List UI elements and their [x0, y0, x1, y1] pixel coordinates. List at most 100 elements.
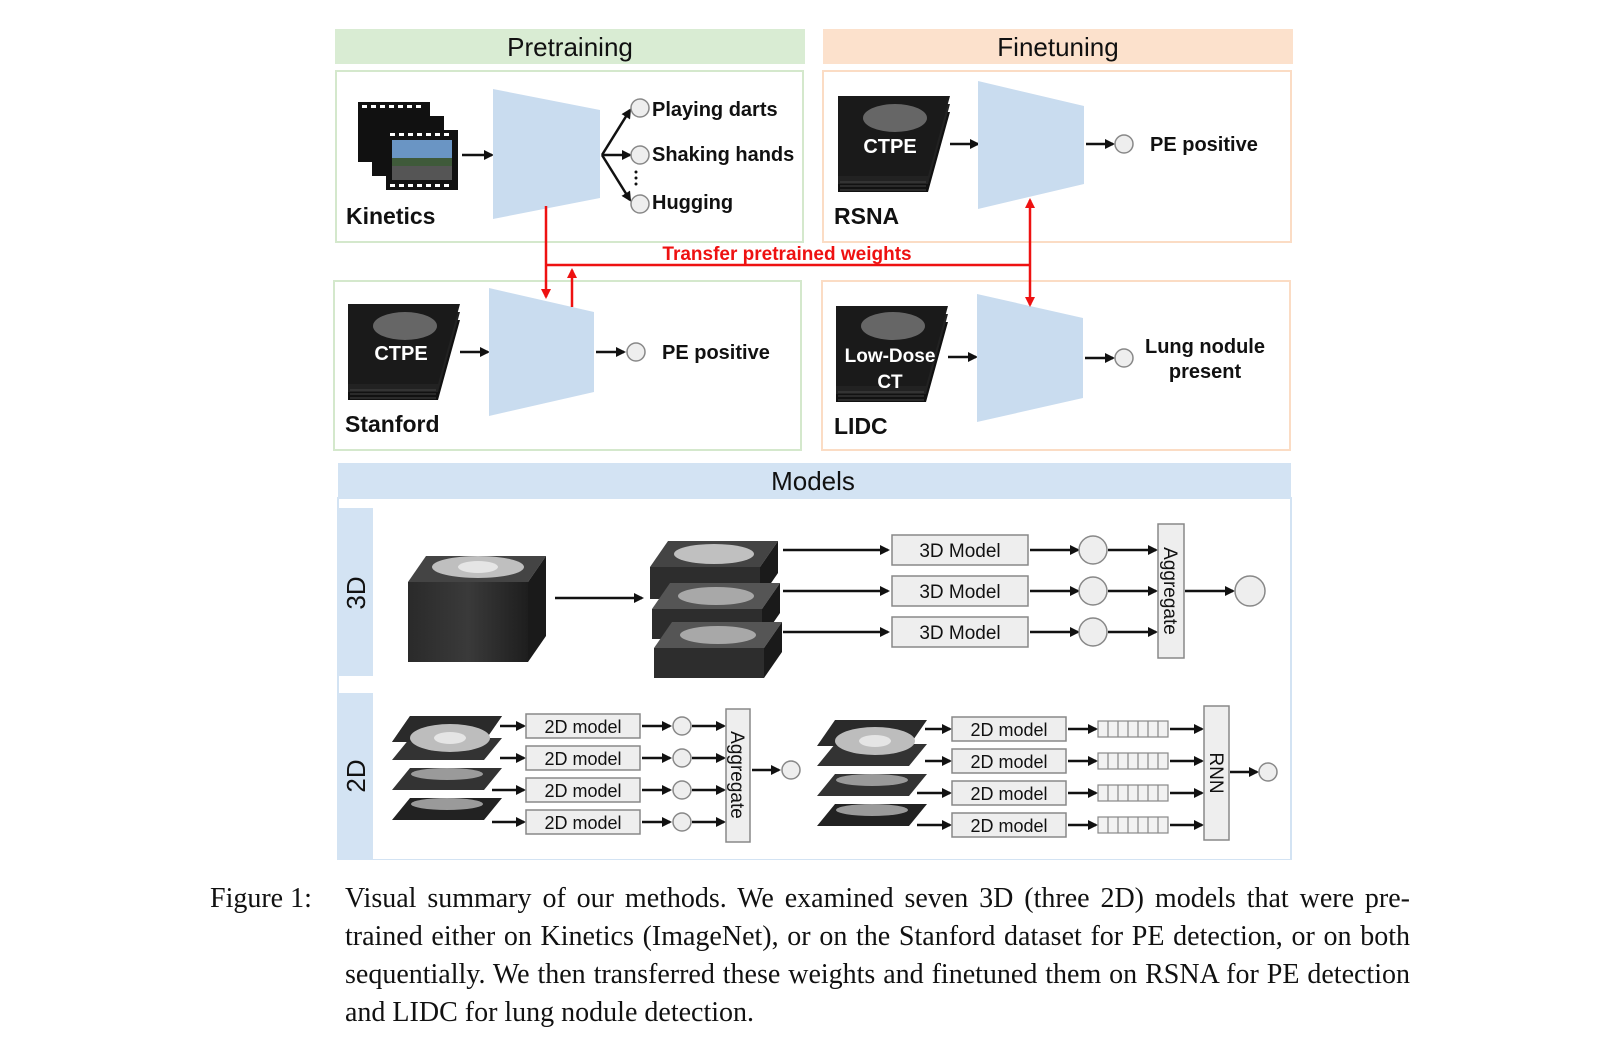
final-output-node — [781, 760, 801, 780]
stanford-model-trapezoid — [489, 288, 594, 416]
lidc-model-trapezoid — [977, 294, 1083, 422]
ct-subvolume — [654, 622, 782, 678]
rsna-output-label: PE positive — [1150, 134, 1258, 156]
feature-vector — [1097, 816, 1169, 834]
model-box — [525, 777, 641, 803]
output-node — [1114, 348, 1134, 368]
lidc-output-label: Lung nodule — [1145, 336, 1265, 358]
model-box — [891, 575, 1029, 607]
stanford-panel — [333, 280, 802, 451]
model-box — [951, 812, 1067, 838]
output-node — [630, 98, 650, 118]
feature-vector — [1097, 752, 1169, 770]
row-3d-label-bar — [338, 508, 373, 676]
rnn-box — [1203, 705, 1230, 841]
ct-stack-icon — [838, 96, 950, 192]
model-box-label: 2D model — [544, 813, 621, 833]
feature-vector — [1097, 720, 1169, 738]
ct-volume-cube — [408, 556, 546, 662]
aggregate-label: Aggregate — [1159, 547, 1180, 635]
lidc-input-label: CT — [877, 372, 903, 393]
row-3d-label: 3D — [341, 576, 371, 609]
pretraining-header-bar — [335, 29, 805, 64]
kinetics-model-trapezoid — [493, 89, 600, 219]
output-node — [1114, 134, 1134, 154]
model-box-label: 3D Model — [919, 582, 1000, 603]
rsna-dataset-label: RSNA — [834, 203, 899, 229]
finetuning-header: Finetuning — [997, 32, 1118, 62]
model-box-label: 2D model — [544, 781, 621, 801]
stanford-dataset-label: Stanford — [345, 411, 440, 437]
rsna-model-trapezoid — [978, 81, 1084, 209]
models-header: Models — [771, 466, 855, 496]
row-2d-label: 2D — [341, 759, 371, 792]
aggregate-box — [725, 708, 751, 843]
model-box — [525, 809, 641, 835]
kinetics-output-label: Shaking hands — [652, 144, 794, 166]
model-box — [951, 780, 1067, 806]
caption-text: Visual summary of our methods. We examin… — [345, 883, 1410, 1028]
model-box-label: 2D model — [544, 749, 621, 769]
lidc-panel — [821, 280, 1291, 451]
row-2d-label-bar — [338, 693, 373, 860]
model-box — [525, 745, 641, 771]
model-box — [951, 716, 1067, 742]
model-box-label: 3D Model — [919, 541, 1000, 562]
ct-slice-stack — [817, 720, 927, 826]
pretraining-header: Pretraining — [507, 32, 633, 62]
row3d-arrows — [783, 545, 1235, 637]
lidc-output-label: present — [1169, 361, 1242, 383]
stanford-input-label: CTPE — [374, 343, 427, 365]
lidc-input-label: Low-Dose — [845, 346, 936, 367]
models-header-bar — [338, 463, 1291, 498]
ellipsis-dots — [634, 170, 638, 186]
rnn-label: RNN — [1205, 752, 1226, 793]
output-node — [672, 716, 692, 736]
output-node — [1078, 576, 1108, 606]
aggregate-label: Aggregate — [726, 731, 747, 819]
output-node — [626, 342, 646, 362]
rsna-panel — [822, 70, 1292, 243]
ct-stack-icon — [836, 306, 948, 402]
aggregate-box — [1157, 523, 1185, 659]
kinetics-output-arrows — [600, 108, 632, 202]
model-box — [525, 713, 641, 739]
model-box — [891, 534, 1029, 566]
transfer-weights-label: Transfer pretrained weights — [662, 244, 911, 265]
output-node — [630, 145, 650, 165]
feature-vector — [1097, 784, 1169, 802]
model-box — [951, 748, 1067, 774]
model-box-label: 2D model — [970, 816, 1047, 836]
output-node — [672, 748, 692, 768]
transfer-weights-arrows — [541, 198, 1035, 307]
output-node — [672, 812, 692, 832]
video-frames-icon — [358, 102, 458, 190]
model-box-label: 2D model — [970, 752, 1047, 772]
kinetics-output-label: Hugging — [652, 192, 733, 214]
kinetics-dataset-label: Kinetics — [346, 203, 435, 229]
model-box-label: 2D model — [544, 717, 621, 737]
model-box — [891, 616, 1029, 648]
stanford-output-label: PE positive — [662, 342, 770, 364]
output-node — [630, 194, 650, 214]
final-output-node — [1234, 575, 1266, 607]
output-node — [672, 780, 692, 800]
models-panel — [337, 497, 1292, 860]
final-output-node — [1258, 762, 1278, 782]
row2d-left-arrows — [492, 721, 781, 827]
rsna-input-label: CTPE — [863, 136, 916, 158]
model-box-label: 2D model — [970, 784, 1047, 804]
output-node — [1078, 535, 1108, 565]
ct-slice-stack — [392, 716, 502, 820]
finetuning-header-bar — [823, 29, 1293, 64]
kinetics-output-label: Playing darts — [652, 99, 778, 121]
figure-caption: Figure 1: Visual summary of our methods.… — [210, 880, 1410, 1032]
methods-diagram: Pretraining Finetuning Kinetics Playing … — [333, 29, 1293, 860]
lidc-dataset-label: LIDC — [834, 413, 888, 439]
kinetics-panel — [335, 70, 804, 243]
caption-label: Figure 1: — [210, 883, 312, 914]
model-box-label: 2D model — [970, 720, 1047, 740]
model-box-label: 3D Model — [919, 623, 1000, 644]
row2d-right-arrows — [917, 724, 1259, 830]
ct-stack-icon — [348, 304, 460, 400]
